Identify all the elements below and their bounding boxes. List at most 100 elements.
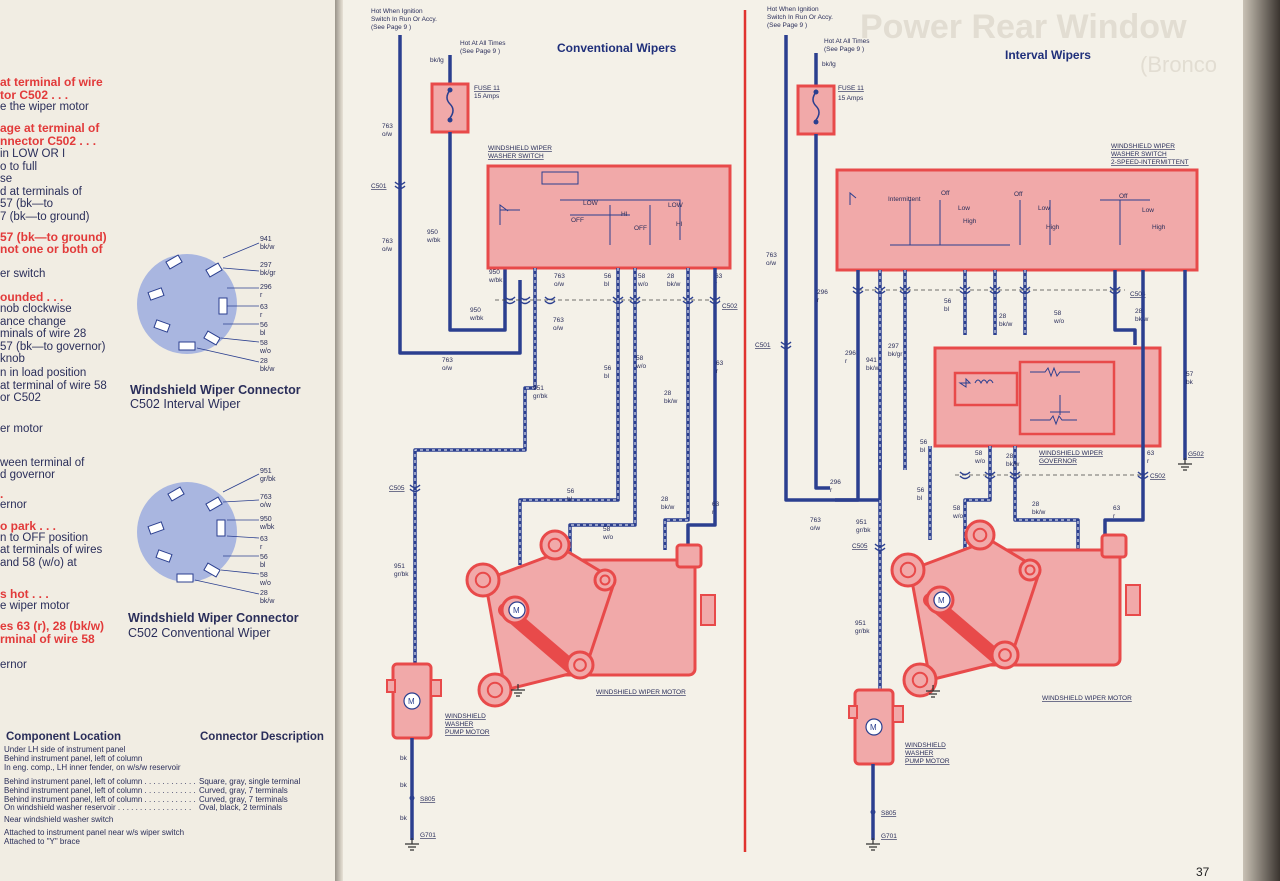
- diagram-label: w/bk: [426, 237, 441, 244]
- diagram-label: G502: [1188, 451, 1204, 458]
- diagram-label: r: [1113, 513, 1116, 520]
- connector-pin-label: gr/bk: [260, 476, 276, 483]
- wiring-diagram: Power Rear Window (Bronco Hot When Ignit…: [371, 6, 1217, 879]
- troubleshoot-line: or C502: [0, 392, 41, 404]
- diagram-label: gr/bk: [855, 628, 870, 635]
- connector-c501: [780, 341, 792, 350]
- wire-951-grbk: [413, 268, 537, 680]
- diagram-label: gr/bk: [394, 571, 409, 578]
- troubleshoot-line: minals of wire 28: [0, 328, 87, 340]
- diagram-label: w/o: [602, 534, 614, 541]
- splice-s805: [409, 795, 415, 801]
- pump-inlet: [386, 679, 396, 693]
- pump-m-symbol: M: [408, 697, 415, 706]
- connector-c502-conventional-diagram: [137, 473, 260, 595]
- connector-c502-terminal: [504, 296, 516, 305]
- connector-pin-label: 941: [260, 236, 272, 243]
- diagram-label: w/o: [1053, 318, 1065, 325]
- diagram-label: r: [712, 509, 715, 516]
- diagram-label: S805: [881, 810, 897, 817]
- component-location-line: Attached to instrument panel near w/s wi…: [4, 828, 185, 837]
- troubleshoot-line: at terminal of wire 58: [0, 380, 107, 392]
- diagram-label: 28: [661, 496, 669, 503]
- connector-pin-label: 296: [260, 284, 272, 291]
- troubleshoot-line: e the wiper motor: [0, 101, 89, 113]
- diagram-label: FUSE 11: [474, 85, 500, 92]
- connector-c505: [874, 543, 886, 552]
- diagram-label: o/w: [766, 260, 776, 267]
- diagram-label: 951: [856, 519, 867, 526]
- splice-s805: [870, 809, 876, 815]
- diagram-label: w/bk: [469, 315, 484, 322]
- diagram-label: High: [1152, 224, 1166, 231]
- diagram-label: Intermittent: [888, 196, 921, 203]
- motor-shaft: [1125, 584, 1141, 616]
- troubleshoot-line: in LOW OR I: [0, 148, 66, 160]
- connector-pin-label: bk/gr: [260, 270, 276, 277]
- motor-pivot-inner: [599, 574, 611, 586]
- diagram-label: Hot At All Times: [460, 40, 506, 47]
- component-location-line: Attached to "Y" brace: [4, 837, 80, 846]
- diagram-label: 296: [817, 289, 828, 296]
- connector-c502-interval-diagram: [137, 242, 260, 363]
- diagram-label: bl: [920, 447, 926, 454]
- ghost-header: Power Rear Window: [860, 8, 1187, 46]
- diagram-label: bk/w: [1006, 461, 1020, 468]
- diagram-label: Low: [958, 205, 970, 212]
- troubleshoot-line: 57 (bk—to: [0, 198, 54, 210]
- diagram-label: Hot When Ignition: [767, 6, 819, 13]
- right-page: Power Rear Window (Bronco Hot When Ignit…: [343, 0, 1243, 881]
- connector-pin-label: 58: [260, 572, 268, 579]
- connector-pin-label: 63: [260, 536, 268, 543]
- diagram-label: Off: [1119, 193, 1128, 200]
- diagram-label: gr/bk: [856, 527, 871, 534]
- diagram-label: o/w: [382, 246, 392, 253]
- troubleshoot-line: ernor: [0, 659, 27, 671]
- diagram-label: 58: [953, 505, 961, 512]
- diagram-label: 28: [1032, 501, 1040, 508]
- switch-contact-block: [541, 171, 579, 185]
- connector-pin-label: bl: [260, 562, 266, 569]
- diagram-label: C505: [852, 543, 868, 550]
- diagram-label: 56: [920, 439, 928, 446]
- diagram-label: 63: [715, 273, 723, 280]
- troubleshoot-line: ance change: [0, 316, 66, 328]
- diagram-label: o/w: [382, 131, 392, 138]
- motor-cap: [1100, 533, 1128, 559]
- motor-pivot: [990, 640, 1020, 670]
- diagram-label: OFF: [571, 217, 584, 224]
- connector-conventional-title: Windshield Wiper Connector: [128, 611, 299, 625]
- connector-interval-title: Windshield Wiper Connector: [130, 383, 301, 397]
- troubleshoot-line: nob clockwise: [0, 303, 72, 315]
- ground-symbol: [926, 685, 940, 698]
- diagram-label: Hot When Ignition: [371, 8, 423, 15]
- diagram-label: 58: [638, 273, 646, 280]
- pump-outlet: [892, 705, 904, 723]
- diagram-label: 951: [394, 563, 405, 570]
- diagram-label: bl: [604, 281, 610, 288]
- motor-pivot-inner: [998, 648, 1012, 662]
- diagram-label: 15 Amps: [838, 95, 864, 102]
- wire-56-bl-stripe: [519, 268, 619, 565]
- diagram-label: (See Page 9 ): [460, 48, 500, 55]
- diagram-label: bk: [400, 815, 408, 822]
- governor-relay: [953, 371, 1019, 407]
- diagram-label: 297: [888, 343, 899, 350]
- diagram-label: 57: [1186, 371, 1194, 378]
- motor-shaft: [700, 594, 716, 626]
- diagram-label: Switch In Run Or Accy.: [371, 16, 437, 23]
- diagram-label: High: [1046, 224, 1060, 231]
- diagram-label: 28: [667, 273, 675, 280]
- connector-pin-label: r: [260, 312, 263, 319]
- connector-pin-label: o/w: [260, 502, 271, 509]
- diagram-label: 296: [830, 479, 841, 486]
- diagram-label: 941: [866, 357, 877, 364]
- diagram-label: 951: [533, 385, 544, 392]
- diagram-label: 950: [427, 229, 438, 236]
- diagram-label: FUSE 11: [838, 85, 864, 92]
- diagram-label: 28: [999, 313, 1007, 320]
- fuse-terminal: [813, 89, 819, 95]
- diagram-label: gr/bk: [533, 393, 548, 400]
- diagram-label: Low: [1038, 205, 1050, 212]
- connector-pin-label: 63: [260, 304, 268, 311]
